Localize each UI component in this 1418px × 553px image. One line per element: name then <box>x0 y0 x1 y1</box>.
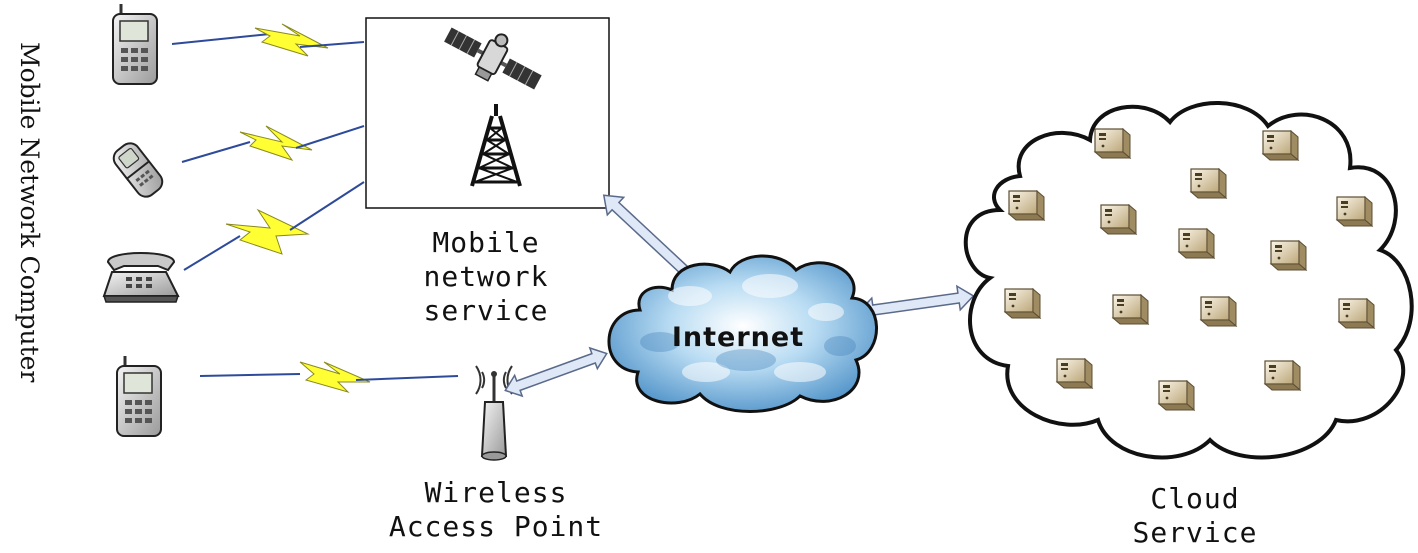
server-icon <box>1262 130 1299 161</box>
wireless-link-4 <box>199 361 459 394</box>
server-icon <box>1056 358 1093 389</box>
wireless-link-3 <box>183 181 365 271</box>
wireless-link-2 <box>181 125 365 163</box>
side-title: Mobile Network Computer <box>15 42 44 383</box>
server-icon <box>1094 128 1131 159</box>
server-icon <box>1112 294 1149 325</box>
mobile-service-label: Mobile network service <box>386 226 586 328</box>
cell-tower-icon <box>470 104 522 187</box>
internet-cloud <box>607 254 878 413</box>
server-icon <box>1100 204 1137 235</box>
mobile-service-label-line3: service <box>423 294 549 327</box>
wireless-access-point-label: Wireless Access Point <box>356 476 636 544</box>
cloud-service-label: Cloud Service <box>1100 482 1290 550</box>
mobile-service-label-line2: network <box>423 260 549 293</box>
cloud-label-line2: Service <box>1132 516 1258 549</box>
server-icon <box>1270 240 1307 271</box>
server-icon <box>1264 360 1301 391</box>
server-icon <box>1178 228 1215 259</box>
server-icon <box>1200 296 1237 327</box>
wap-label-line1: Wireless <box>424 476 568 509</box>
wap-label-line2: Access Point <box>388 510 604 543</box>
internet-label: Internet <box>671 322 805 353</box>
arrow-wap-internet <box>504 346 608 398</box>
server-icon <box>1338 298 1375 329</box>
satellite-icon <box>444 27 542 90</box>
server-icon <box>1158 380 1195 411</box>
server-icon <box>1004 288 1041 319</box>
cellphone-icon <box>111 2 159 86</box>
cellphone-icon <box>115 354 163 438</box>
wireless-link-1 <box>171 23 365 57</box>
mobile-service-label-line1: Mobile <box>432 226 540 259</box>
link-arrows <box>504 194 975 398</box>
server-icon <box>1336 196 1373 227</box>
server-icon <box>1190 168 1227 199</box>
wireless-access-point-icon <box>475 365 513 461</box>
server-icon <box>1008 190 1045 221</box>
flip-phone-icon <box>112 142 164 198</box>
cloud-label-line1: Cloud <box>1150 482 1240 515</box>
desk-telephone-icon <box>102 252 180 303</box>
